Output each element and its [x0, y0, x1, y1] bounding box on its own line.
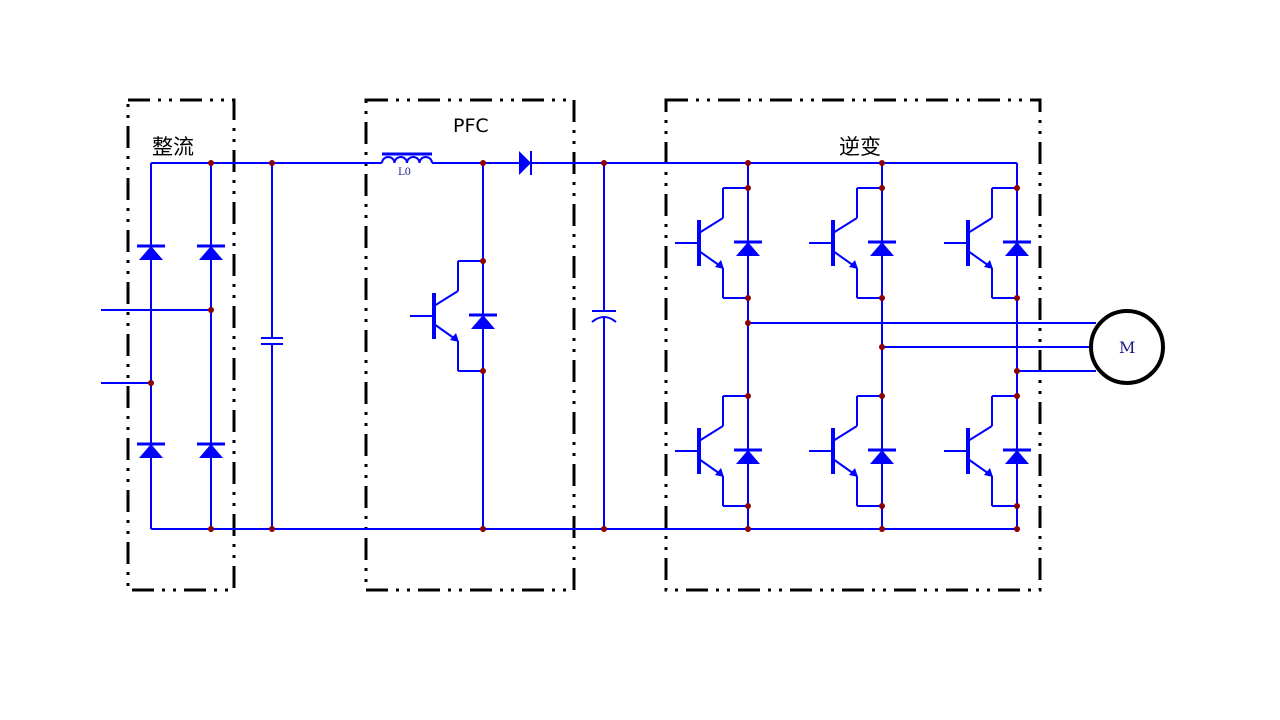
diode-triangle: [870, 242, 894, 256]
igbt-collector: [698, 425, 724, 442]
junction-node: [879, 344, 885, 350]
dc-rails: [151, 162, 1017, 530]
igbt-collector: [967, 217, 993, 234]
diode-triangle: [471, 315, 495, 329]
diode: [197, 244, 225, 260]
junction-node: [148, 380, 154, 386]
igbt-collector: [433, 290, 459, 307]
diode-triangle: [139, 444, 163, 458]
diode-triangle: [736, 242, 760, 256]
junction-node: [745, 393, 751, 399]
junction-node: [745, 320, 751, 326]
igbt-collector: [832, 425, 858, 442]
junction-node: [480, 258, 486, 264]
diode: [868, 448, 896, 464]
pfc-label: PFC: [453, 115, 489, 137]
diode-triangle: [1005, 450, 1029, 464]
diode: [734, 448, 762, 464]
junction-node: [879, 393, 885, 399]
diode-triangle: [519, 151, 531, 175]
junction-node: [208, 307, 214, 313]
rectifier-block-boundary: [126, 98, 236, 592]
junction-node: [745, 185, 751, 191]
diode-triangle: [1005, 242, 1029, 256]
inductor-coil: [381, 156, 433, 164]
diode-triangle: [139, 246, 163, 260]
junction-node: [745, 526, 751, 532]
input-capacitor: [261, 160, 283, 532]
boost-diode: [519, 151, 532, 175]
igbt-emitter-arrow: [715, 260, 724, 269]
junction-node: [601, 526, 607, 532]
junction-node: [879, 160, 885, 166]
inverter-lower-switch: [809, 393, 885, 509]
igbt-emitter-arrow: [984, 260, 993, 269]
capacitor-curved-plate: [591, 316, 617, 323]
junction-node: [745, 295, 751, 301]
junction-node: [1014, 503, 1020, 509]
diode: [469, 313, 497, 329]
junction-node: [1014, 295, 1020, 301]
igbt-emitter-arrow: [450, 333, 459, 342]
diode: [1003, 240, 1031, 256]
junction-node: [269, 160, 275, 166]
dc-link-capacitor: [591, 160, 617, 532]
junction-node: [1014, 185, 1020, 191]
motor-symbol: [1089, 309, 1165, 385]
inverter-label: 逆变: [839, 135, 881, 159]
pfc-block-boundary: [364, 98, 576, 592]
junction-node: [601, 160, 607, 166]
diode-triangle: [199, 246, 223, 260]
igbt-collector: [967, 425, 993, 442]
junction-node: [879, 295, 885, 301]
rectifier-label: 整流: [152, 135, 194, 159]
diode: [1003, 448, 1031, 464]
bridge-rectifier: [101, 160, 214, 532]
igbt-emitter-arrow: [849, 468, 858, 477]
igbt-emitter-arrow: [849, 260, 858, 269]
junction-node: [208, 160, 214, 166]
inverter-block-boundary: [664, 98, 1042, 592]
diode: [734, 240, 762, 256]
junction-node: [745, 160, 751, 166]
diode: [868, 240, 896, 256]
junction-node: [879, 503, 885, 509]
diode-triangle: [199, 444, 223, 458]
diode-triangle: [736, 450, 760, 464]
igbt-collector: [832, 217, 858, 234]
junction-node: [745, 503, 751, 509]
inverter-lower-switch: [675, 393, 751, 509]
junction-node: [1014, 526, 1020, 532]
diode-triangle: [870, 450, 894, 464]
junction-node: [208, 526, 214, 532]
diode: [137, 244, 165, 260]
inductor-l0: [381, 152, 433, 164]
igbt-emitter-arrow: [984, 468, 993, 477]
junction-node: [269, 526, 275, 532]
junction-node: [480, 160, 486, 166]
inverter-upper-switch: [944, 185, 1020, 301]
inductor-label: L0: [398, 167, 412, 178]
motor-label: M: [1119, 338, 1136, 357]
junction-node: [1014, 368, 1020, 374]
junction-node: [879, 185, 885, 191]
junction-node: [480, 368, 486, 374]
junction-node: [1014, 393, 1020, 399]
junction-node: [879, 526, 885, 532]
igbt-emitter-arrow: [715, 468, 724, 477]
diode: [137, 442, 165, 458]
diode: [197, 442, 225, 458]
inverter-lower-switch: [944, 393, 1020, 509]
junction-node: [480, 526, 486, 532]
igbt-collector: [698, 217, 724, 234]
